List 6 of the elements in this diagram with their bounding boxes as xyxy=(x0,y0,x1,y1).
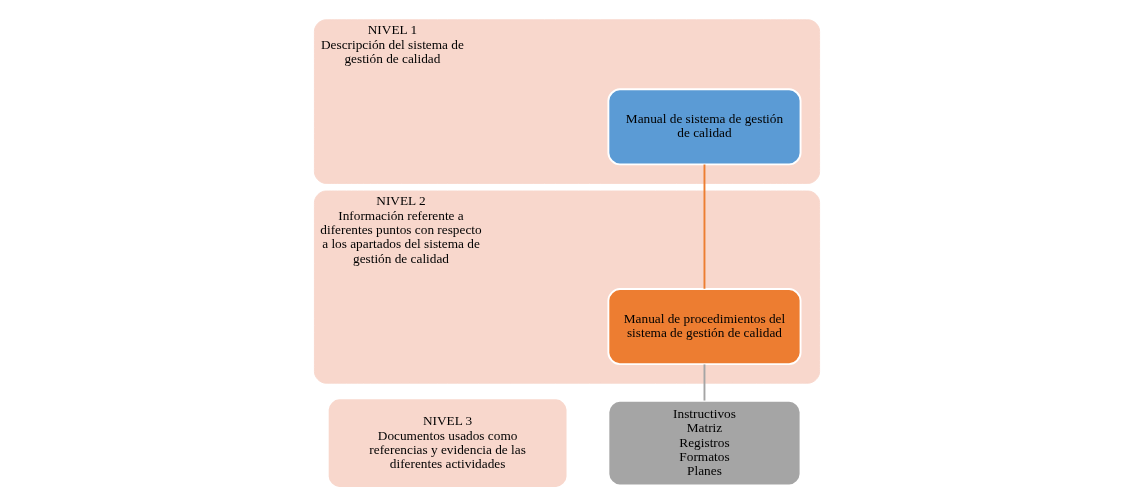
node-box: Instructivos Matriz Registros Formatos Planes xyxy=(606,399,801,487)
connector xyxy=(703,363,705,402)
connector xyxy=(703,163,705,290)
node-box: Manual de sistema de gestión de calidad xyxy=(606,88,801,166)
node-box: Manual de procedimientos del sistema de gestión de calidad xyxy=(606,288,801,366)
node-box: NIVEL 3 Documentos usados como referencias y evidencia de las diferentes actividades xyxy=(326,397,568,489)
